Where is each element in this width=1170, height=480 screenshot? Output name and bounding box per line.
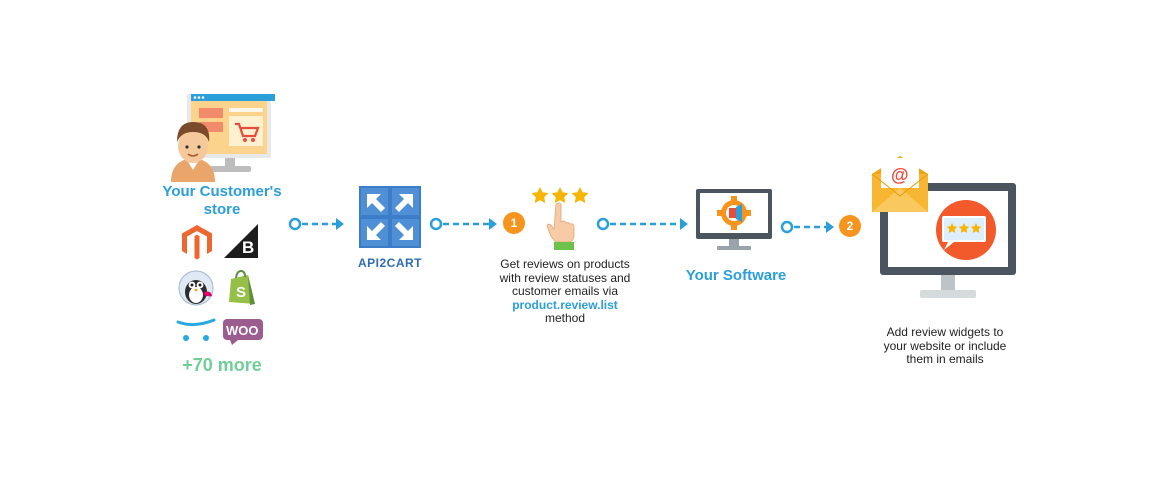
flow-arrow	[288, 217, 344, 231]
svg-text:B: B	[242, 238, 254, 257]
step-2-caption-line: Add review widgets to	[886, 325, 1004, 339]
customer-store-illustration	[171, 94, 275, 182]
step-2-caption-line: them in emails	[906, 352, 984, 366]
more-platforms-label: +70 more	[182, 355, 262, 375]
star-rating-hand-icon	[531, 187, 589, 250]
svg-text:S: S	[236, 284, 246, 301]
svg-text:@: @	[891, 165, 909, 185]
flow-arrow	[429, 217, 497, 231]
step-1-caption-line: with review statuses and	[499, 270, 631, 285]
step-1-caption-line: Get reviews on products	[500, 257, 630, 271]
woocommerce-icon: WOO	[223, 319, 263, 345]
software-monitor-icon	[696, 189, 772, 250]
opencart-icon	[176, 318, 216, 341]
magento-icon	[182, 225, 212, 260]
step-1-caption: Get reviews on products with review stat…	[480, 257, 650, 326]
flow-arrow	[780, 220, 834, 234]
step-1-badge: 1	[503, 212, 525, 234]
prestashop-icon	[178, 270, 214, 306]
api2cart-label: API2CART	[357, 256, 422, 270]
api2cart-logo-icon	[359, 186, 421, 248]
svg-text:WOO: WOO	[226, 323, 259, 338]
api-method-name: product.review.list	[512, 297, 618, 312]
step-2-caption-line: your website or include	[883, 338, 1007, 353]
your-software-label: Your Software	[685, 267, 787, 284]
bigcommerce-icon: B	[224, 224, 258, 258]
step-2-badge: 2	[839, 215, 861, 237]
step-2-caption: Add review widgets to your website or in…	[860, 325, 1030, 367]
shopify-icon: S	[229, 269, 255, 305]
customer-store-title: Your Customer's store	[162, 183, 282, 218]
flow-arrow	[596, 217, 688, 231]
step-1-caption-line: customer emails via	[511, 284, 619, 298]
website-email-icon: @	[871, 156, 1016, 298]
step-1-caption-line: method	[544, 311, 586, 325]
